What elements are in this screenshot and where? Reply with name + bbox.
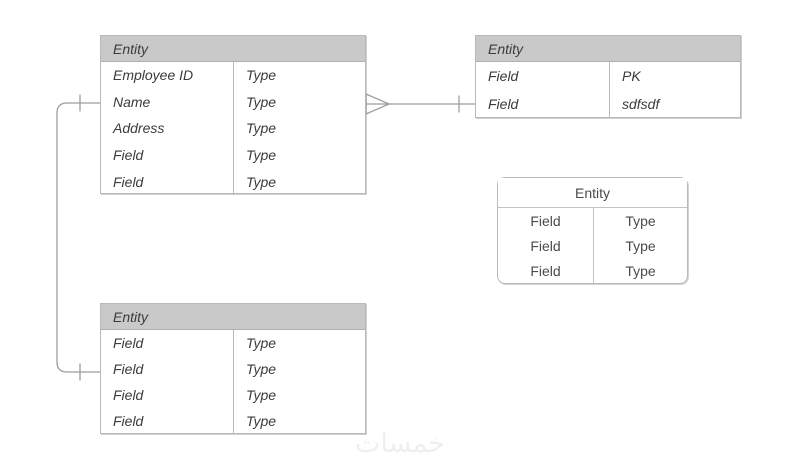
field-name-cell: Field bbox=[530, 262, 561, 279]
entity-field-row[interactable]: Field PK bbox=[476, 62, 740, 90]
field-name-cell: Field bbox=[530, 237, 561, 254]
field-name-cell: Field bbox=[113, 173, 144, 190]
field-name-cell: Field bbox=[113, 387, 144, 403]
field-type-cell: sdfsdf bbox=[609, 90, 740, 118]
entity-field-row[interactable]: Field Type bbox=[101, 408, 365, 434]
entity-field-row[interactable]: Address Type bbox=[101, 115, 365, 142]
field-name-cell: Field bbox=[113, 413, 144, 429]
field-name-cell: Employee ID bbox=[113, 67, 194, 84]
entity-field-row[interactable]: Employee ID Type bbox=[101, 62, 365, 89]
field-type-cell: Type bbox=[233, 382, 365, 408]
field-name-cell: Address bbox=[113, 120, 165, 137]
entity-middle-right[interactable]: Entity Field Type Field Type Field Type bbox=[497, 177, 688, 284]
entity-field-row[interactable]: Name Type bbox=[101, 88, 365, 116]
field-type-cell: Type bbox=[593, 258, 687, 283]
field-type-cell: Type bbox=[233, 408, 365, 434]
entity-field-row[interactable]: Field Type bbox=[101, 356, 365, 382]
field-name-cell: Field bbox=[488, 68, 519, 84]
entity-employee[interactable]: Entity Employee ID Type Name Type Addres… bbox=[100, 35, 366, 195]
entity-field-row[interactable]: Field Type bbox=[498, 258, 687, 283]
entity-field-row[interactable]: Field Type bbox=[498, 233, 687, 258]
entity-field-rows: Field PK Field sdfsdf bbox=[476, 62, 740, 118]
field-name-cell: Field bbox=[113, 361, 144, 377]
entity-field-row[interactable]: Field Type bbox=[101, 141, 365, 169]
entity-top-right[interactable]: Entity Field PK Field sdfsdf bbox=[475, 35, 741, 118]
crows-foot-icon-employee-side bbox=[365, 93, 390, 115]
relationship-line-employee-bottomleft bbox=[56, 102, 101, 373]
field-type-cell: Type bbox=[593, 233, 687, 258]
entity-field-row[interactable]: Field sdfsdf bbox=[476, 90, 740, 118]
entity-title: Entity bbox=[498, 178, 687, 208]
entity-field-row[interactable]: Field Type bbox=[498, 208, 687, 233]
field-type-cell: PK bbox=[609, 62, 740, 90]
watermark-text: خمسات bbox=[354, 428, 446, 458]
entity-title: Entity bbox=[476, 36, 740, 62]
field-type-cell: Type bbox=[233, 330, 365, 356]
field-type-cell: Type bbox=[233, 88, 365, 116]
field-type-cell: Type bbox=[233, 62, 365, 89]
entity-field-rows: Field Type Field Type Field Type bbox=[498, 208, 687, 283]
field-type-cell: Type bbox=[233, 141, 365, 169]
field-type-cell: Type bbox=[233, 356, 365, 382]
field-name-cell: Field bbox=[113, 335, 144, 351]
field-type-cell: Type bbox=[593, 208, 687, 233]
field-type-cell: Type bbox=[233, 168, 365, 195]
field-name-cell: Field bbox=[113, 147, 144, 164]
entity-field-row[interactable]: Field Type bbox=[101, 168, 365, 195]
field-name-cell: Field bbox=[530, 212, 561, 229]
entity-bottom-left[interactable]: Entity Field Type Field Type Field Type … bbox=[100, 303, 366, 434]
entity-field-row[interactable]: Field Type bbox=[101, 330, 365, 356]
field-name-cell: Field bbox=[488, 96, 519, 112]
entity-field-row[interactable]: Field Type bbox=[101, 382, 365, 408]
entity-field-rows: Employee ID Type Name Type Address Type … bbox=[101, 62, 365, 195]
entity-title: Entity bbox=[101, 304, 365, 330]
entity-field-rows: Field Type Field Type Field Type Field T… bbox=[101, 330, 365, 434]
entity-title: Entity bbox=[101, 36, 365, 62]
field-name-cell: Name bbox=[113, 93, 151, 110]
field-type-cell: Type bbox=[233, 115, 365, 142]
